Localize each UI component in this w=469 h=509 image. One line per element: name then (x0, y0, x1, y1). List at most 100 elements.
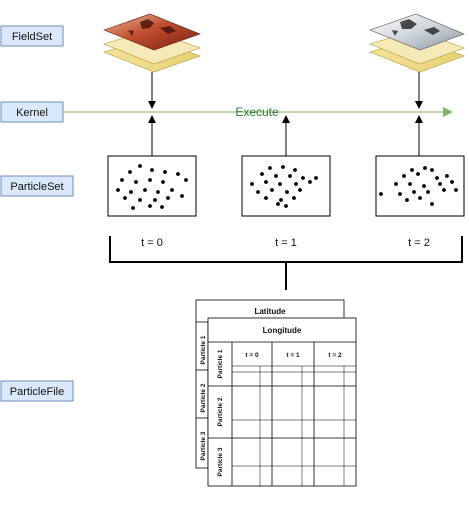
particle-dot (260, 172, 264, 176)
particle-dot (416, 172, 420, 176)
fieldset-map-left (103, 13, 201, 73)
label-kernel: Kernel (0, 101, 64, 123)
particle-dot (138, 164, 142, 168)
particle-dot (153, 198, 157, 202)
table-front-header: Longitude (263, 326, 302, 335)
table-back-row-3: Particle 3 (200, 431, 207, 460)
particle-dot (423, 166, 427, 170)
particles-t1 (250, 165, 318, 208)
table-back-header: Latitude (254, 307, 286, 316)
particle-dot (412, 190, 416, 194)
table-col-t2: t = 2 (328, 352, 342, 359)
particle-dot (430, 202, 434, 206)
particle-dot (184, 178, 188, 182)
particle-dot (405, 198, 409, 202)
particles-t2 (379, 166, 458, 206)
particle-dot (131, 206, 135, 210)
particles-t0 (116, 164, 188, 210)
particle-dot (270, 188, 274, 192)
particle-dot (274, 174, 278, 178)
particle-dot (256, 190, 260, 194)
table-col-t1: t = 1 (286, 352, 300, 359)
particle-dot (430, 168, 434, 172)
particle-dot (418, 196, 422, 200)
particle-dot (134, 180, 138, 184)
particle-dot (176, 172, 180, 176)
particle-dot (276, 202, 280, 206)
particle-dot (279, 198, 283, 202)
particle-dot (120, 178, 124, 182)
particle-dot (129, 190, 133, 194)
particle-dot (284, 204, 288, 208)
particle-dot (442, 188, 446, 192)
particle-dot (314, 176, 318, 180)
particle-dot (250, 182, 254, 186)
particle-dot (143, 188, 147, 192)
particle-dot (170, 188, 174, 192)
particleset-box-t0 (107, 155, 197, 217)
particlefile-table-front: Longitude t = 0 t = 1 t = 2 Particle 1 P… (207, 317, 357, 487)
table-row-2: Particle 2 (217, 397, 224, 426)
particle-dot (150, 168, 154, 172)
particle-dot (379, 192, 383, 196)
particle-dot (301, 176, 305, 180)
table-row-3: Particle 3 (217, 447, 224, 476)
particle-dot (454, 188, 458, 192)
particle-dot (288, 174, 292, 178)
particle-dot (438, 182, 442, 186)
particle-dot (450, 180, 454, 184)
particle-dot (161, 180, 165, 184)
particle-dot (264, 180, 268, 184)
particle-dot (128, 170, 132, 174)
particle-dot (435, 176, 439, 180)
particle-dot (160, 205, 164, 209)
label-kernel-text: Kernel (16, 107, 48, 119)
execute-label: Execute (235, 105, 279, 119)
particle-dot (285, 190, 289, 194)
fieldset-map-right (369, 13, 465, 73)
time-label-2: t = 2 (408, 237, 430, 249)
particle-dot (264, 196, 268, 200)
particle-dot (148, 178, 152, 182)
particleset-box-t1 (241, 155, 331, 217)
particle-dot (268, 166, 272, 170)
particle-dot (422, 184, 426, 188)
particle-dot (116, 188, 120, 192)
particle-dot (402, 174, 406, 178)
particle-dot (292, 196, 296, 200)
label-particlefile-text: ParticleFile (10, 386, 64, 398)
table-row-1: Particle 1 (217, 349, 224, 378)
table-back-row-1: Particle 1 (200, 335, 207, 364)
particle-dot (163, 170, 167, 174)
time-label-1: t = 1 (275, 237, 297, 249)
particle-dot (148, 204, 152, 208)
particle-dot (123, 196, 127, 200)
particle-dot (156, 190, 160, 194)
table-col-t0: t = 0 (245, 352, 259, 359)
particle-dot (408, 182, 412, 186)
particle-dot (281, 165, 285, 169)
table-back-row-2: Particle 2 (200, 383, 207, 412)
particle-dot (180, 194, 184, 198)
particle-dot (298, 188, 302, 192)
particle-dot (293, 168, 297, 172)
particle-dot (410, 168, 414, 172)
particle-dot (278, 182, 282, 186)
label-particleset: ParticleSet (0, 175, 74, 197)
particle-dot (166, 196, 170, 200)
label-particleset-text: ParticleSet (10, 181, 63, 193)
particle-dot (394, 182, 398, 186)
label-fieldset: FieldSet (0, 25, 64, 47)
label-fieldset-text: FieldSet (12, 31, 52, 43)
particle-dot (398, 192, 402, 196)
label-particlefile: ParticleFile (0, 380, 74, 402)
time-label-0: t = 0 (141, 237, 163, 249)
particleset-box-t2 (375, 155, 465, 217)
particle-dot (426, 190, 430, 194)
particle-dot (138, 198, 142, 202)
particle-dot (294, 182, 298, 186)
particle-dot (308, 180, 312, 184)
particle-dot (445, 174, 449, 178)
